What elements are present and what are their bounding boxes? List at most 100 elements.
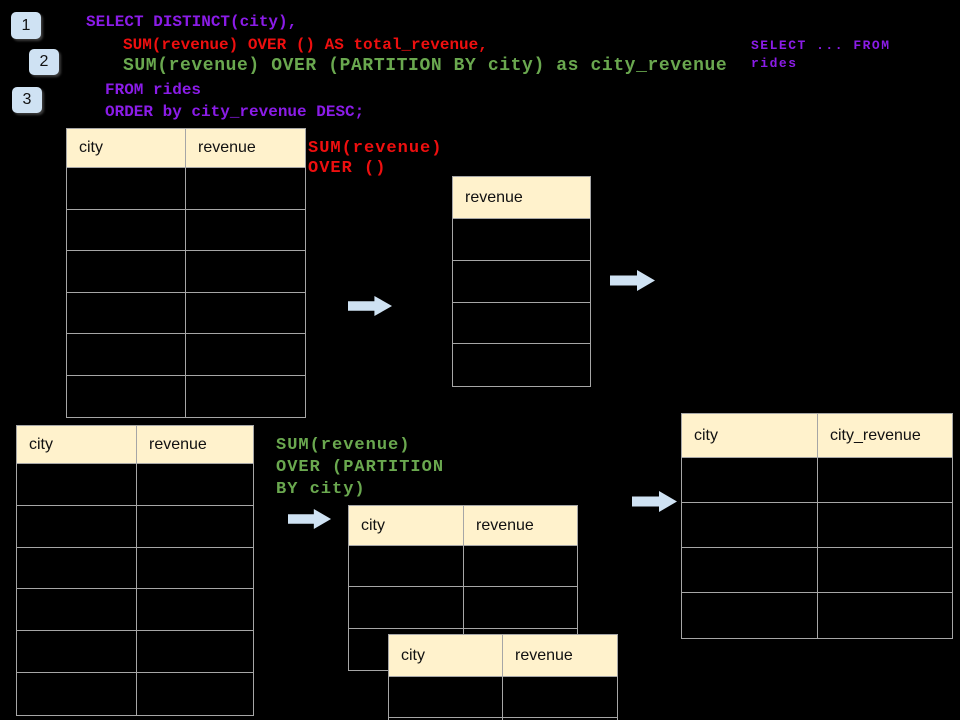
table-cell xyxy=(453,303,590,345)
step-badge-2: 2 xyxy=(29,49,59,75)
sql-line-select: SELECT DISTINCT(city), xyxy=(86,13,298,31)
total-revenue-table: revenue xyxy=(452,176,591,387)
table-row xyxy=(67,209,305,251)
table-row xyxy=(67,168,305,210)
table-cell xyxy=(67,251,186,293)
table-cell xyxy=(67,375,186,417)
sql-line-partition: SUM(revenue) OVER (PARTITION BY city) as… xyxy=(123,56,728,76)
column-header: revenue xyxy=(464,506,577,546)
table-row xyxy=(67,251,305,293)
table-row xyxy=(389,677,617,718)
table-cell xyxy=(17,464,137,506)
table-row xyxy=(67,375,305,418)
table-row xyxy=(17,672,253,715)
total-revenue-annotation: SUM(revenue) OVER () xyxy=(308,139,442,179)
table-cell xyxy=(137,464,253,506)
table-cell xyxy=(186,210,305,251)
table-row xyxy=(17,547,253,590)
flow-arrow-total-out-icon xyxy=(610,269,656,292)
table-row xyxy=(17,589,253,632)
table-cell xyxy=(349,587,464,629)
step-badge-3: 3 xyxy=(12,87,42,113)
column-header: revenue xyxy=(503,635,617,677)
table-cell xyxy=(17,505,137,548)
column-header: revenue xyxy=(453,177,590,219)
table-row xyxy=(453,344,590,386)
sql-line-order: ORDER by city_revenue DESC; xyxy=(105,103,365,121)
sql-line-from: FROM rides xyxy=(105,81,202,99)
table-cell xyxy=(186,251,305,293)
table-row xyxy=(67,334,305,376)
table-row xyxy=(453,303,590,345)
table-row xyxy=(682,593,952,638)
side-note-line1: SELECT ... FROM xyxy=(751,38,891,53)
column-header: revenue xyxy=(137,426,253,464)
flow-arrow-result-icon xyxy=(632,490,678,513)
table-cell xyxy=(17,672,137,715)
table-cell xyxy=(682,458,818,503)
table-cell xyxy=(186,334,305,376)
annotation-line: OVER () xyxy=(308,159,387,178)
step-badge-1: 1 xyxy=(11,12,41,39)
table-cell xyxy=(137,506,253,548)
flow-arrow-total-icon xyxy=(348,295,393,317)
partition-annotation: SUM(revenue) OVER (PARTITION BY city) xyxy=(276,435,444,501)
table-row xyxy=(389,718,617,720)
table-row xyxy=(17,505,253,548)
table-cell xyxy=(389,718,503,720)
table-cell xyxy=(17,589,137,632)
table-row xyxy=(17,464,253,506)
table-cell xyxy=(137,631,253,673)
table-cell xyxy=(137,589,253,632)
table-cell xyxy=(17,631,137,673)
table-row xyxy=(453,261,590,303)
table-cell xyxy=(186,293,305,334)
table-cell xyxy=(682,503,818,548)
table-cell xyxy=(67,209,186,251)
table-cell xyxy=(464,546,577,588)
column-header: city xyxy=(389,635,503,677)
table-cell xyxy=(818,458,952,503)
column-header: city xyxy=(67,129,186,168)
table-cell xyxy=(67,168,186,210)
table-row xyxy=(682,503,952,548)
table-row xyxy=(349,546,577,588)
annotation-line: OVER (PARTITION xyxy=(276,458,445,477)
table-cell xyxy=(137,548,253,590)
table-cell xyxy=(818,593,952,638)
table-cell xyxy=(453,344,590,386)
table-cell xyxy=(17,547,137,590)
table-cell xyxy=(453,261,590,303)
table-cell xyxy=(818,548,952,593)
column-header: city xyxy=(349,506,464,546)
table-row xyxy=(453,219,590,261)
column-header: city_revenue xyxy=(818,414,952,458)
table-cell xyxy=(67,334,186,376)
column-header: revenue xyxy=(186,129,305,168)
sql-line-total: SUM(revenue) OVER () AS total_revenue, xyxy=(123,36,488,54)
table-cell xyxy=(186,376,305,418)
side-note-line2: rides xyxy=(751,56,798,71)
table-cell xyxy=(503,677,617,718)
table-cell xyxy=(682,593,818,638)
column-header: city xyxy=(17,426,137,464)
annotation-line: BY city) xyxy=(276,480,366,499)
table-cell xyxy=(818,503,952,548)
table-row xyxy=(682,548,952,593)
table-cell xyxy=(137,673,253,715)
table-cell xyxy=(453,219,590,261)
table-cell xyxy=(349,546,464,588)
table-cell xyxy=(186,168,305,210)
table-row xyxy=(682,458,952,503)
